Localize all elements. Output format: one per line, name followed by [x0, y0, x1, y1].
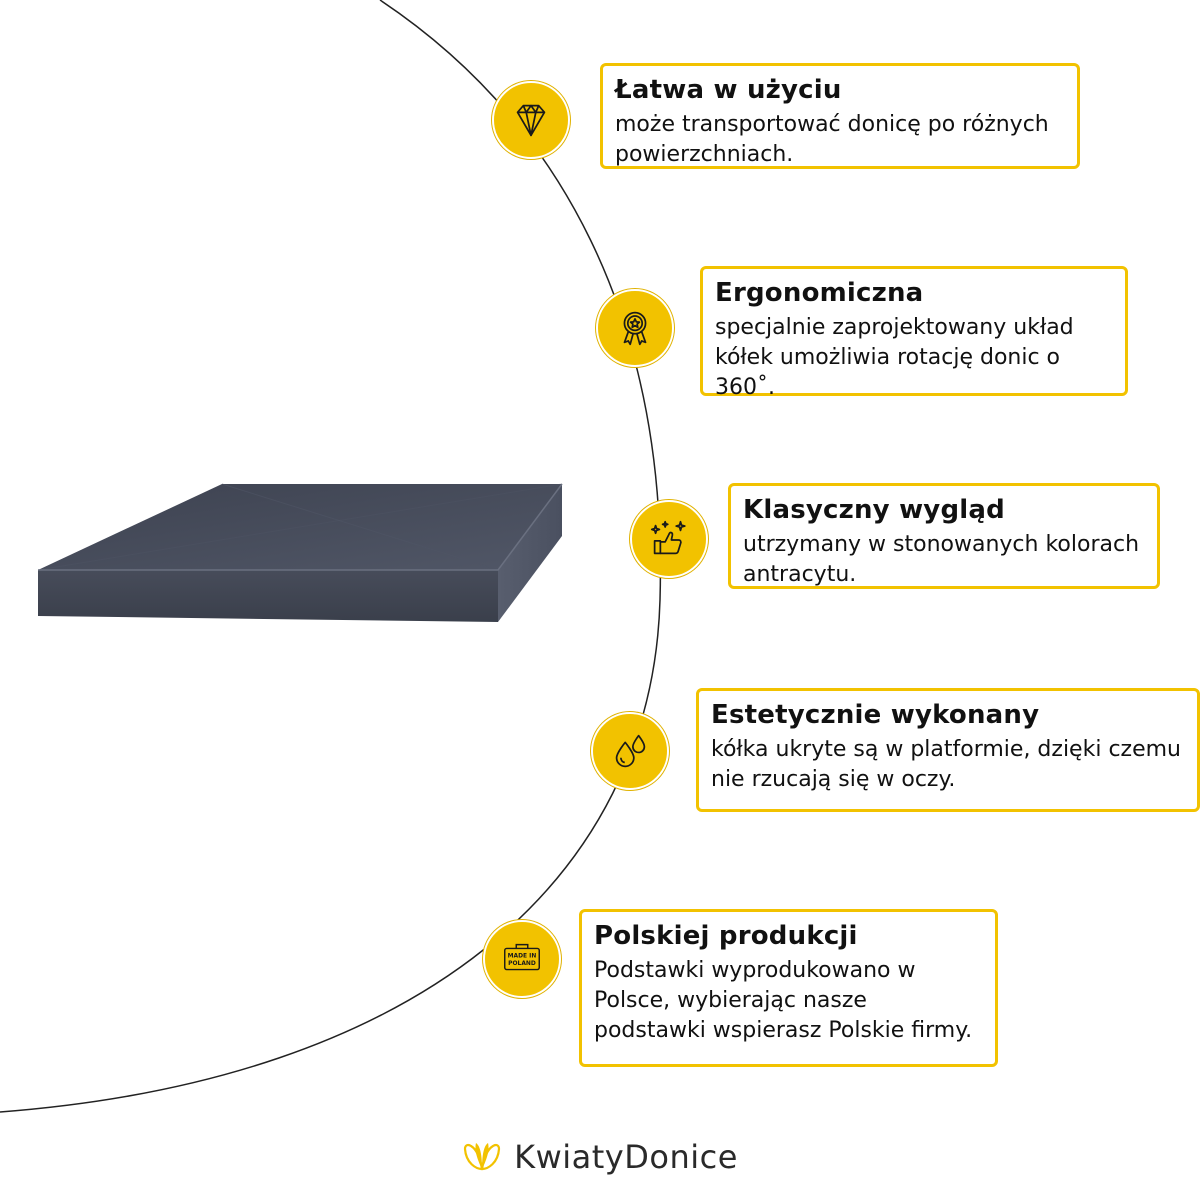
feature-description: Podstawki wyprodukowano w Polsce, wybier… [594, 958, 973, 1043]
thumbs-up-sparkle-icon [630, 500, 708, 578]
feature-description: kółka ukryte są w platformie, dzięki cze… [711, 737, 1181, 792]
feature-title: Polskiej produkcji [594, 921, 858, 951]
feature-card-polish-made: Polskiej produkcji Podstawki wyprodukowa… [579, 909, 998, 1067]
water-drops-icon [591, 712, 669, 790]
product-platform-image [37, 483, 563, 622]
feature-card-aesthetic: Estetycznie wykonany kółka ukryte są w p… [696, 688, 1200, 812]
feature-description: specjalnie zaprojektowany układ kółek um… [715, 315, 1074, 400]
made-in-poland-icon: MADE IN POLAND [483, 920, 561, 998]
award-medal-icon [596, 289, 674, 367]
feature-title: Klasyczny wygląd [743, 495, 1005, 525]
brand-footer: KwiatyDonice [0, 1138, 1200, 1176]
feature-description: może transportować donicę po różnych pow… [615, 112, 1049, 167]
poland-text: POLAND [508, 960, 536, 967]
feature-card-easy-to-use: Łatwa w użyciu może transportować donicę… [600, 63, 1080, 169]
feature-title: Estetycznie wykonany [711, 700, 1040, 730]
butterfly-leaf-icon [463, 1143, 501, 1171]
feature-card-classic-look: Klasyczny wygląd utrzymany w stonowanych… [728, 483, 1160, 589]
diamond-icon [492, 81, 570, 159]
brand-name: KwiatyDonice [514, 1138, 738, 1176]
feature-title: Ergonomiczna [715, 278, 924, 308]
feature-title: Łatwa w użyciu [615, 75, 842, 105]
made-in-text: MADE IN [508, 953, 537, 960]
feature-description: utrzymany w stonowanych kolorach antracy… [743, 532, 1140, 587]
feature-card-ergonomic: Ergonomiczna specjalnie zaprojektowany u… [700, 266, 1128, 400]
